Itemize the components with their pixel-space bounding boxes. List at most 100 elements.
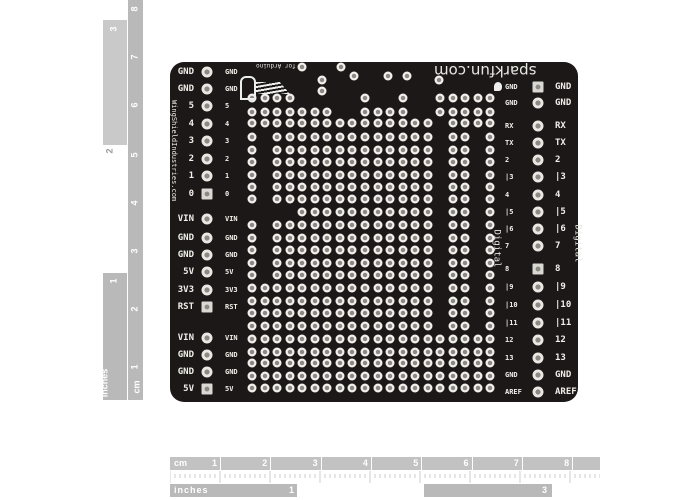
proto-hole [272,258,282,268]
proto-hole [398,245,408,255]
proto-hole [373,245,382,255]
proto-hole [385,270,395,280]
proto-hole [347,233,357,243]
pin-label-left-inner: 5V [225,268,234,276]
proto-hole [285,334,295,344]
proto-hole [360,145,370,155]
proto-hole [322,334,332,344]
proto-hole [310,118,320,128]
header-pin-right [532,263,544,275]
proto-hole [448,194,458,204]
pin-label-right-inner: RX [505,122,514,130]
proto-hole [360,132,370,142]
cm-divider [270,457,272,470]
proto-hole [247,132,257,142]
header-pin-left [201,170,213,182]
proto-hole [410,207,420,217]
inch-tick-label: 3 [108,26,119,32]
cm-tick-label: 3 [312,458,318,468]
proto-hole [335,132,345,142]
proto-hole [460,358,470,368]
side-url-text: WingShieldIndustries.com [170,100,178,202]
proto-hole [322,308,332,318]
proto-hole [485,170,495,180]
proto-hole [322,245,332,255]
pin-label-right: GND [555,370,572,380]
digital-label-outer: Digital [572,224,583,263]
pin-label-right-inner: |11 [505,319,518,327]
cm-tick-label: 7 [129,54,140,60]
proto-hole [448,258,458,268]
proto-hole [460,194,470,204]
pin-label-left-inner: GND [225,234,238,242]
digital-label-inner: Digital [491,229,502,268]
pin-label-right: |11 [555,318,572,328]
proto-hole [460,118,470,128]
proto-hole [347,258,357,268]
proto-hole [347,145,357,155]
proto-hole [385,194,395,204]
proto-hole [460,93,470,103]
proto-hole [423,132,433,142]
proto-hole [423,334,433,344]
proto-hole [373,321,382,331]
proto-hole [322,321,332,331]
proto-hole [285,283,295,293]
proto-hole [272,182,282,192]
cm-tick-label: 6 [129,102,140,108]
proto-hole [260,321,270,331]
pin-label-right: 12 [555,335,566,345]
pin-label-right: 2 [555,155,561,165]
proto-hole [373,157,382,167]
pin-label-right-inner: GND [505,83,518,91]
header-pin-right [532,386,544,398]
pin-label-left-inner: GND [225,351,238,359]
proto-hole [385,233,395,243]
pin-label-right: 7 [555,241,561,251]
proto-hole [360,347,370,357]
brand-text: sparkfun.com [434,62,537,80]
proto-hole [485,371,495,381]
proto-hole [448,118,458,128]
proto-hole [460,233,470,243]
proto-hole [335,245,345,255]
proto-hole [435,93,445,103]
proto-hole [398,157,408,167]
proto-hole [272,321,282,331]
proto-hole [260,371,270,381]
proto-hole [410,296,420,306]
proto-hole [285,118,295,128]
proto-hole [398,93,408,103]
proto-hole [247,170,257,180]
proto-hole [285,145,295,155]
proto-hole [347,157,357,167]
proto-hole [410,258,420,268]
proto-hole [410,283,420,293]
header-pin-left [201,153,213,165]
cm-divider [421,457,423,470]
header-pin-left [201,349,213,361]
pin-label-right-inner: |6 [505,225,514,233]
header-pin-right [532,334,544,346]
header-pin-right [532,352,544,364]
proto-hole [310,283,320,293]
proto-hole [347,296,357,306]
proto-hole [247,371,257,381]
proto-hole [247,145,257,155]
proto-hole [310,371,320,381]
proto-hole [297,383,307,393]
proto-hole [448,371,458,381]
proto-hole [260,283,270,293]
pin-label-right-inner: 4 [505,191,510,199]
proto-hole [322,283,332,293]
proto-hole [373,358,382,368]
proto-hole [460,270,470,280]
proto-hole [347,270,357,280]
left-cm-unit: cm [131,380,142,394]
proto-hole [347,308,357,318]
proto-hole [322,371,332,381]
pin-label-left: 5V [183,384,194,394]
proto-hole [410,308,420,318]
proto-hole [347,347,357,357]
left-inches-unit: inches [99,368,110,398]
